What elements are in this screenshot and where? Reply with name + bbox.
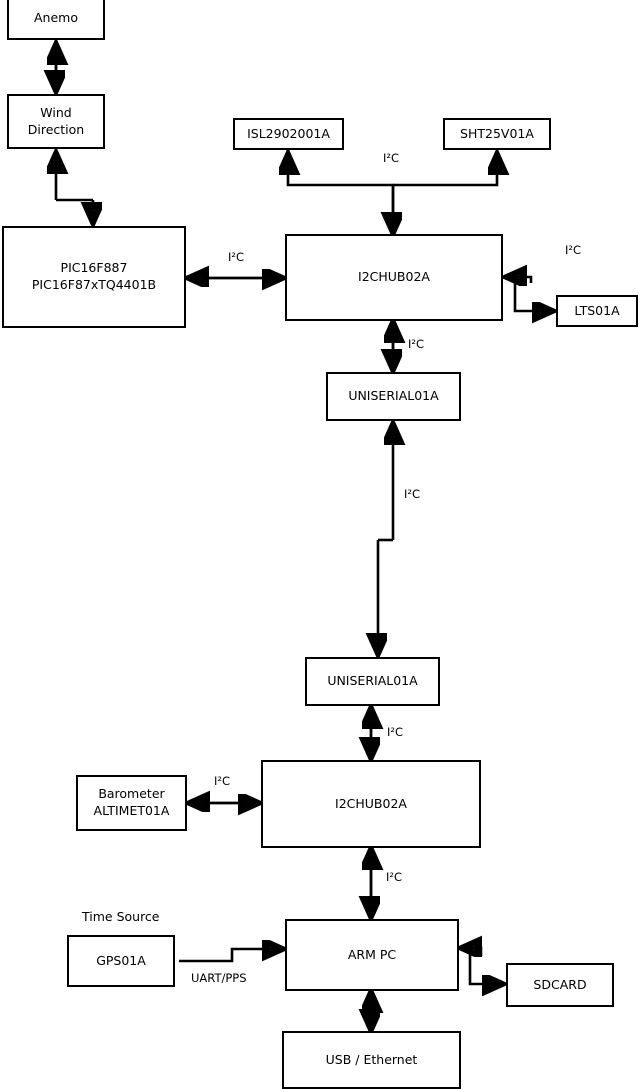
wire-hub-sht [393, 156, 497, 187]
edge-label-i2c-pic-hub: I²C [228, 250, 245, 264]
node-usb-ethernet[interactable]: USB / Ethernet [282, 1031, 461, 1089]
node-sdcard-label: SDCARD [533, 976, 587, 992]
node-wind-direction-label: Wind Direction [27, 104, 85, 137]
node-anemo[interactable]: Anemo [7, 0, 105, 40]
node-wind-direction[interactable]: Wind Direction [7, 94, 105, 149]
node-uniserial01a-bottom[interactable]: UNISERIAL01A [305, 657, 440, 706]
wire-gps-arm [179, 949, 281, 961]
node-isl2902001a[interactable]: ISL2902001A [233, 118, 344, 150]
edge-label-i2c-hub-lts: I²C [565, 243, 582, 257]
node-pic-mcu[interactable]: PIC16F887 PIC16F87xTQ4401B [2, 226, 186, 328]
node-lts01a-label: LTS01A [574, 302, 620, 318]
wire-hub-lts [513, 277, 551, 311]
edge-label-i2c-hub2-arm: I²C [386, 870, 403, 884]
label-time-source: Time Source [82, 909, 160, 924]
node-barometer-altimet01a[interactable]: Barometer ALTIMET01A [76, 775, 187, 831]
edge-label-i2c-uniserial-hub2: I²C [387, 725, 404, 739]
node-uniserial01a-top-label: UNISERIAL01A [348, 388, 439, 404]
node-uniserial01a-top[interactable]: UNISERIAL01A [326, 372, 461, 421]
edge-label-uart-pps: UART/PPS [191, 971, 247, 985]
node-i2chub02a-top-label: I2CHUB02A [358, 269, 430, 285]
node-arm-pc[interactable]: ARM PC [285, 919, 459, 991]
node-gps01a-label: GPS01A [96, 952, 146, 968]
node-usb-ethernet-label: USB / Ethernet [325, 1051, 418, 1067]
wire-arm-sdcard [468, 948, 501, 984]
node-i2chub02a-bottom-label: I2CHUB02A [335, 795, 407, 811]
node-lts01a[interactable]: LTS01A [556, 295, 638, 327]
node-sht25v01a-label: SHT25V01A [460, 125, 534, 141]
edge-label-i2c-uniserial-link: I²C [404, 487, 421, 501]
edge-label-i2c-barometer-hub2: I²C [214, 774, 231, 788]
node-i2chub02a-top[interactable]: I2CHUB02A [285, 234, 503, 321]
node-i2chub02a-bottom[interactable]: I2CHUB02A [261, 760, 481, 848]
node-barometer-altimet01a-label: Barometer ALTIMET01A [93, 786, 170, 818]
wire-lts-hub [508, 277, 533, 283]
wire-sdcard-arm [463, 948, 483, 956]
node-uniserial01a-bottom-label: UNISERIAL01A [327, 673, 418, 689]
node-sdcard[interactable]: SDCARD [506, 963, 614, 1007]
node-sht25v01a[interactable]: SHT25V01A [443, 118, 551, 150]
edge-label-i2c-sensor-bus: I²C [383, 151, 400, 165]
node-arm-pc-label: ARM PC [347, 946, 397, 962]
node-gps01a[interactable]: GPS01A [67, 935, 175, 987]
node-pic-mcu-label: PIC16F887 PIC16F87xTQ4401B [31, 260, 157, 292]
wire-hub-isl [288, 156, 395, 232]
node-anemo-label: Anemo [34, 9, 78, 25]
edge-label-i2c-hub-uniserial: I²C [408, 337, 425, 351]
node-isl2902001a-label: ISL2902001A [247, 125, 330, 141]
